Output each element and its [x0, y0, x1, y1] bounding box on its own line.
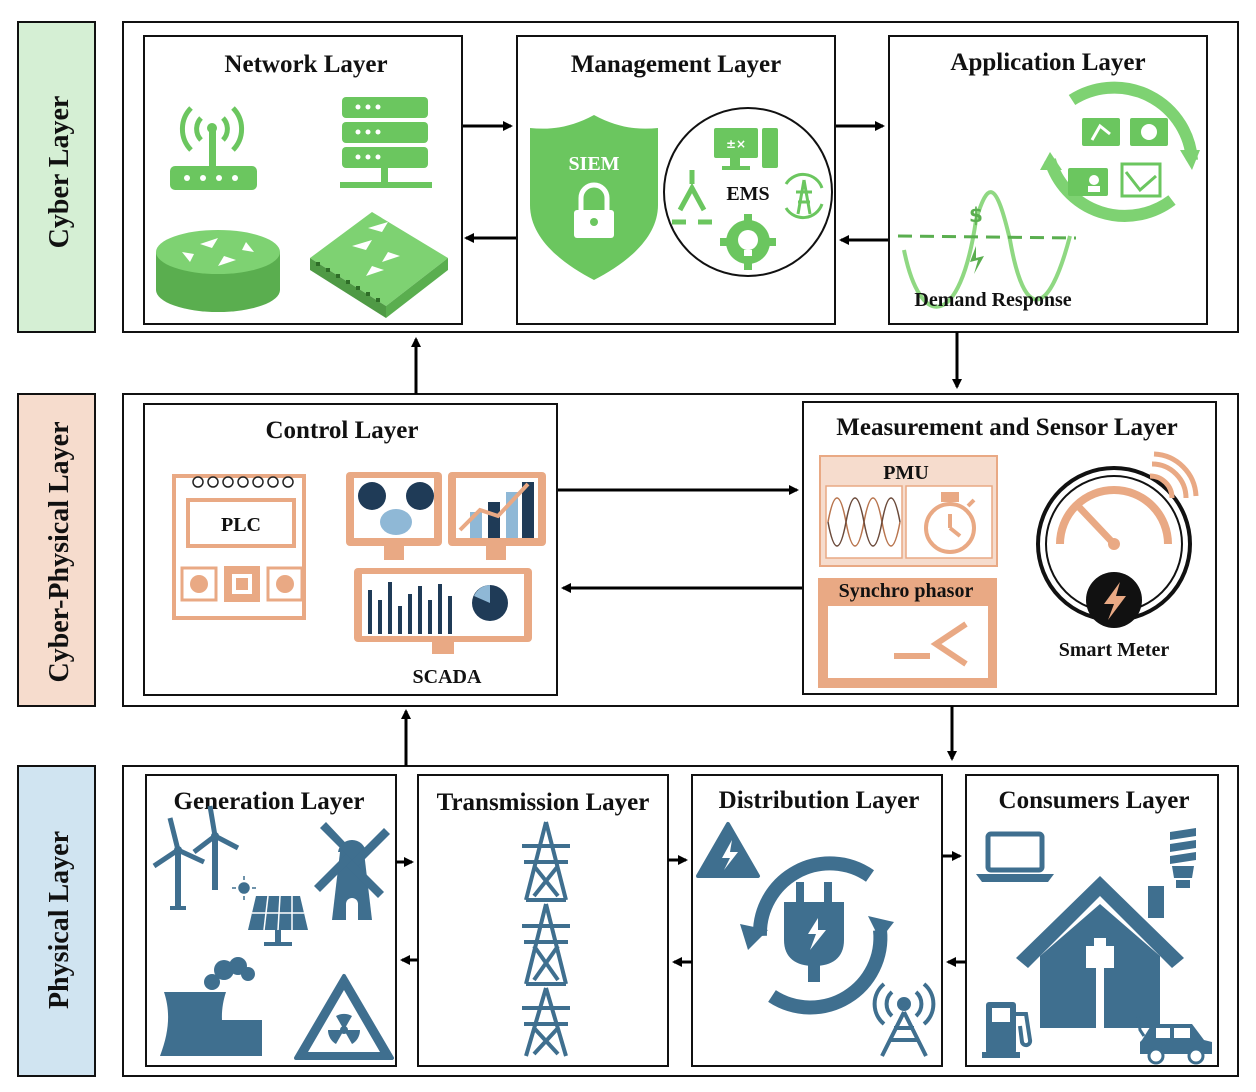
synchro-phasor-label: Synchro phasor [839, 580, 974, 602]
electric-car-icon [1134, 1012, 1212, 1065]
plug-cycle-icon [740, 856, 894, 1015]
house-icon [1016, 876, 1184, 1028]
distribution-layer-title: Distribution Layer [719, 787, 920, 814]
cyber-physical-arrows [558, 485, 802, 593]
cyber-side-label: Cyber Layer [44, 96, 75, 249]
svg-text:±×: ±× [726, 137, 746, 151]
smart-meter-label: Smart Meter [1059, 639, 1170, 661]
computer-icon: ±× [714, 128, 778, 170]
application-layer-title: Application Layer [950, 49, 1145, 76]
stopwatch-icon [924, 492, 976, 554]
siem-shield-icon: SIEM [530, 115, 658, 280]
svg-text:$: $ [969, 203, 983, 227]
cyber-physical-side-label: Cyber-Physical Layer [44, 421, 75, 682]
network-switch-icon [310, 212, 448, 318]
pmu-panel: PMU [819, 455, 998, 567]
generation-layer-title: Generation Layer [174, 788, 365, 815]
scada-monitors-icon [346, 472, 546, 654]
siem-label: SIEM [568, 153, 619, 175]
windmill-icon [314, 822, 390, 920]
pmu-label: PMU [883, 462, 929, 484]
wifi-router-icon [170, 106, 257, 190]
transmission-towers-icon [522, 821, 570, 1057]
cyber-physical-side-band: Cyber-Physical Layer [17, 393, 96, 707]
cyber-arrows [463, 121, 888, 245]
demand-response-wave-icon: $ [897, 190, 1077, 309]
cyber-container [122, 21, 1239, 333]
ems-label: EMS [726, 183, 769, 205]
ems-circle: EMS [663, 107, 833, 277]
smart-meter-icon [1036, 451, 1199, 628]
physical-container [122, 765, 1239, 1077]
refresh-cycle-icon [1040, 81, 1200, 222]
scada-label: SCADA [413, 666, 482, 688]
physical-side-band: Physical Layer [17, 765, 96, 1077]
measurement-layer-title: Measurement and Sensor Layer [836, 414, 1177, 441]
radio-antenna-icon [872, 982, 936, 1057]
high-voltage-warning-icon [696, 822, 760, 878]
transmission-layer-title: Transmission Layer [437, 789, 650, 816]
power-plant-icon [160, 957, 262, 1056]
sun-icon [232, 876, 256, 900]
control-layer-title: Control Layer [266, 417, 419, 444]
server-icon [340, 97, 432, 188]
wind-turbine-icon [152, 805, 240, 910]
laptop-icon [976, 831, 1054, 882]
cyber-physical-container [122, 393, 1239, 707]
solar-panel-icon [248, 895, 308, 946]
power-tower-recycle-icon [784, 172, 824, 220]
recycle-icon [672, 170, 712, 225]
physical-arrows [396, 851, 966, 967]
network-layer-title: Network Layer [224, 51, 387, 78]
router-icon [156, 230, 280, 312]
demand-response-label: Demand Response [914, 289, 1071, 311]
cyber-side-band: Cyber Layer [17, 21, 96, 333]
fuel-pump-icon [982, 1002, 1033, 1058]
radiation-warning-icon [294, 974, 394, 1060]
physical-side-label: Physical Layer [44, 831, 75, 1009]
plc-label: PLC [221, 514, 261, 536]
tier-arrows [401, 332, 962, 766]
application-layer-box: Application Layer [888, 35, 1208, 325]
gear-bulb-icon [720, 214, 776, 270]
management-layer-title: Management Layer [571, 51, 781, 78]
plc-board-icon: PLC [172, 474, 306, 620]
synchro-phasor-panel: Synchro phasor [818, 578, 997, 688]
consumers-layer-title: Consumers Layer [999, 787, 1190, 814]
light-bulb-icon [1170, 828, 1196, 888]
